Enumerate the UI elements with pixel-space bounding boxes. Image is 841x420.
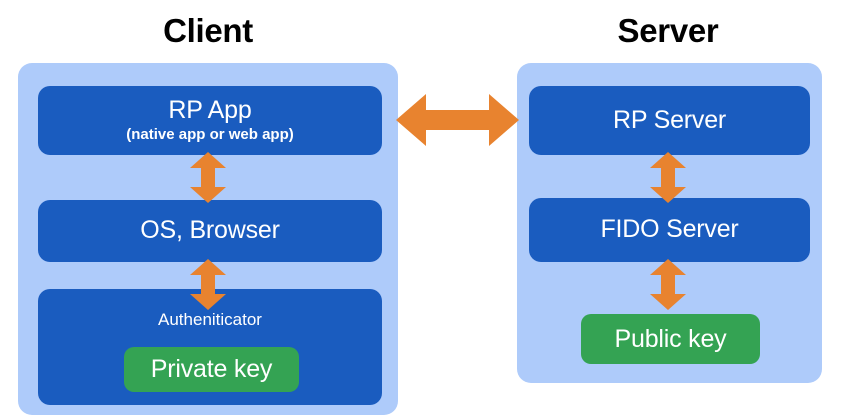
server-section-title: Server: [617, 12, 719, 49]
block-fido-server-label: FIDO Server: [600, 215, 739, 244]
double-arrow-vertical-icon-rp-app-os-browser: [190, 152, 226, 203]
block-rp-app-label: RP App: [168, 95, 252, 124]
double-arrow-vertical-icon-fido-server-public-key: [650, 259, 686, 310]
block-authenticator-label: Autheniticator: [158, 310, 262, 329]
private-key-pill[interactable]: Private key: [124, 347, 299, 392]
double-arrow-horizontal-icon-client-server: [396, 94, 519, 146]
block-os-browser[interactable]: OS, Browser: [38, 200, 382, 262]
double-arrow-vertical-icon-os-browser-authenticator: [190, 259, 226, 310]
block-rp-app[interactable]: RP App (native app or web app): [38, 86, 382, 155]
client-section-title: Client: [163, 12, 253, 49]
block-os-browser-label: OS, Browser: [140, 216, 280, 245]
public-key-pill[interactable]: Public key: [581, 314, 760, 364]
block-rp-app-sublabel: (native app or web app): [126, 126, 294, 144]
block-rp-server-label: RP Server: [612, 105, 727, 134]
block-rp-server[interactable]: RP Server: [529, 86, 810, 155]
double-arrow-vertical-icon-rp-server-fido-server: [650, 152, 686, 203]
block-fido-server[interactable]: FIDO Server: [529, 198, 810, 262]
